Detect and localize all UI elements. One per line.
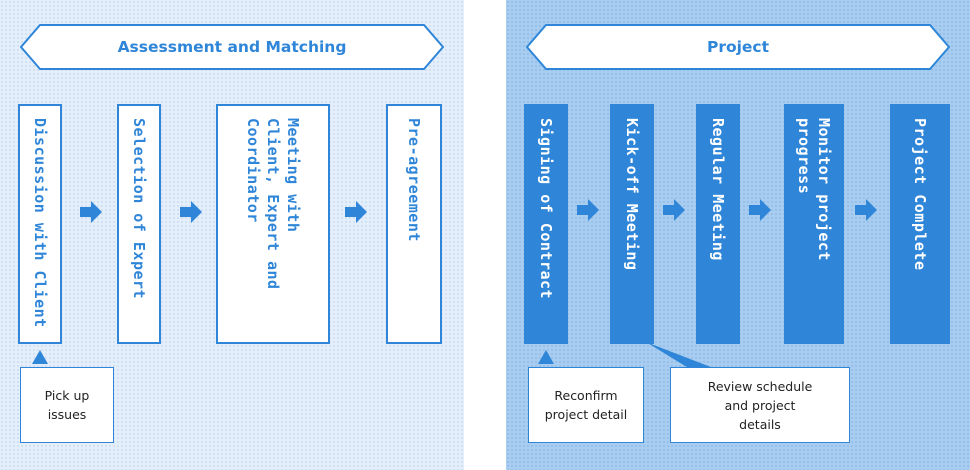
step-kick-off-meeting: Kick-off Meeting — [610, 104, 654, 344]
note-pick-up-issues: Pick up issues — [20, 367, 114, 443]
arrow-icon — [663, 199, 685, 221]
arrow-icon — [345, 201, 367, 223]
note-pointer — [32, 350, 48, 364]
step-meeting-with-client-expert-coordinator: Meeting with Client, Expert and Coordina… — [216, 104, 330, 344]
arrow-icon — [180, 201, 202, 223]
step-label: Regular Meeting — [709, 118, 727, 261]
step-project-complete: Project Complete — [890, 104, 950, 344]
note-pointer — [646, 342, 716, 369]
step-monitor-project-progress: Monitor project progress — [784, 104, 844, 344]
project-header: Project — [526, 24, 950, 70]
arrow-icon — [577, 199, 599, 221]
step-label: Monitor project progress — [795, 118, 833, 261]
step-signing-of-contract: Signing of Contract — [524, 104, 568, 344]
step-discussion-with-client: Discussion with Client — [18, 104, 62, 344]
note-reconfirm-project-detail: Reconfirm project detail — [528, 367, 644, 443]
note-review-schedule-and-project-details: Review schedule and project details — [670, 367, 850, 443]
assessment-header-shape — [20, 24, 444, 70]
step-label: Selection of Expert — [130, 118, 148, 300]
step-label: Discussion with Client — [31, 118, 49, 328]
step-label: Meeting with Client, Expert and Coordina… — [244, 118, 302, 290]
step-regular-meeting: Regular Meeting — [696, 104, 740, 344]
arrow-icon — [855, 199, 877, 221]
project-panel: Project Signing of Contract Kick-off Mee… — [506, 0, 970, 470]
project-header-shape — [526, 24, 950, 70]
arrow-icon — [80, 201, 102, 223]
assessment-header: Assessment and Matching — [20, 24, 444, 70]
assessment-panel: Assessment and Matching Discussion with … — [0, 0, 464, 470]
assessment-title: Assessment and Matching — [117, 38, 347, 56]
step-label: Signing of Contract — [537, 118, 555, 300]
project-title: Project — [706, 38, 770, 56]
step-label: Project Complete — [911, 118, 929, 271]
step-label: Kick-off Meeting — [623, 118, 641, 271]
note-pointer — [538, 350, 554, 364]
step-label: Pre-agreement — [405, 118, 423, 242]
step-pre-agreement: Pre-agreement — [386, 104, 442, 344]
arrow-icon — [749, 199, 771, 221]
step-selection-of-expert: Selection of Expert — [117, 104, 161, 344]
